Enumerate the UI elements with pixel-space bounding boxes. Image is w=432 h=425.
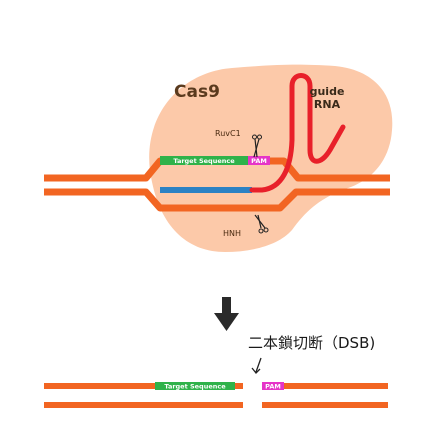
hnh-label: HNH (223, 229, 241, 238)
scissors-icon (254, 214, 269, 234)
guide-rna-label-line2: RNA (314, 98, 341, 111)
cut-target-sequence-label: Target Sequence (164, 383, 226, 391)
cas9-label: Cas9 (174, 82, 220, 102)
complementary-strand (160, 187, 252, 193)
cut-dna-right-bottom (262, 402, 388, 408)
dna-bottom-strand (44, 188, 390, 212)
cut-dna-right-top (262, 383, 388, 389)
target-sequence-strip (160, 156, 248, 165)
scissors-icon (252, 134, 262, 158)
small-down-arrow-icon (251, 357, 262, 374)
cut-dna-left-bottom (44, 402, 243, 408)
pam-strip (248, 156, 270, 165)
cut-dna-left-top (44, 383, 243, 389)
ruvc1-label: RuvC1 (215, 129, 241, 138)
dsb-label: 二本鎖切断（DSB) (248, 334, 375, 352)
guide-rna (249, 73, 346, 193)
target-sequence-label: Target Sequence (173, 157, 235, 165)
cut-target-sequence-strip (155, 382, 235, 390)
pam-label: PAM (251, 157, 267, 165)
cut-pam-strip (262, 382, 284, 390)
guide-rna-label-line1: guide (310, 85, 345, 98)
down-arrow-icon (214, 297, 239, 331)
cut-pam-label: PAM (265, 383, 281, 391)
